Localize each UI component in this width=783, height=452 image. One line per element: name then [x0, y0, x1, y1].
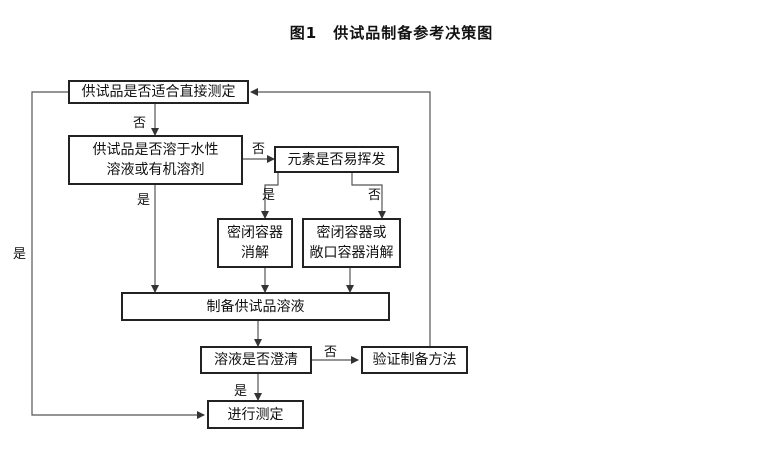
- edge-suitable-to-measure: [31, 91, 205, 419]
- label-no-volatile: 否: [368, 188, 382, 203]
- node-suitable-for-direct-measurement: 供试品是否适合直接测定: [68, 80, 249, 104]
- label-yes-soluble: 是: [137, 193, 151, 208]
- node-soluble-check: 供试品是否溶于水性 溶液或有机溶剂: [68, 135, 243, 185]
- edge-volatile-to-closed: [261, 172, 279, 219]
- node-volatile-check: 元素是否易挥发: [274, 146, 399, 173]
- edge-volatile-to-open: [351, 172, 386, 219]
- label-no-clear: 否: [324, 345, 338, 360]
- node-perform-measurement: 进行测定: [207, 400, 304, 429]
- label-yes-clear: 是: [234, 384, 248, 399]
- node-closed-vessel-digestion: 密闭容器 消解: [217, 218, 293, 268]
- edge-verify-to-suitable: [250, 88, 431, 346]
- diagram-title: 图1 供试品制备参考决策图: [289, 24, 494, 42]
- label-no-suitable: 否: [133, 116, 147, 131]
- node-verify-preparation-method: 验证制备方法: [361, 346, 468, 374]
- label-yes-suitable: 是: [13, 247, 27, 262]
- node-solution-clear-check: 溶液是否澄清: [200, 346, 312, 374]
- node-closed-or-open-vessel-digestion: 密闭容器或 敞口容器消解: [302, 218, 401, 268]
- label-no-soluble: 否: [252, 142, 266, 157]
- node-prepare-test-solution: 制备供试品溶液: [121, 292, 390, 321]
- label-yes-volatile: 是: [262, 188, 276, 203]
